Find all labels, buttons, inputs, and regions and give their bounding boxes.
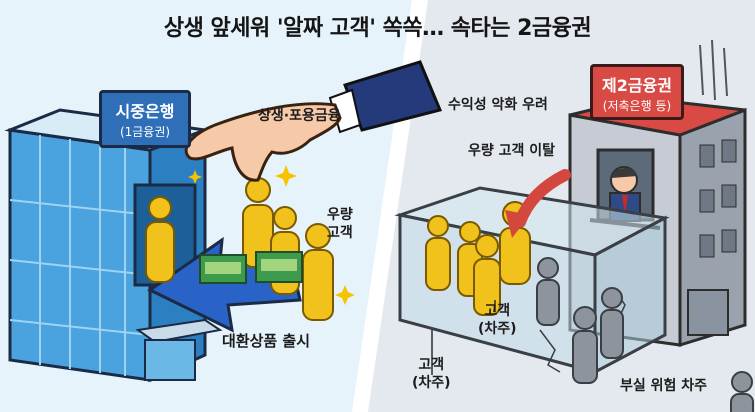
prime-customers-leaving (425, 201, 531, 316)
inclusive-finance-label: 상생·포용금융 (258, 108, 341, 124)
client-borrower-label-left-line2: (차주) (412, 375, 451, 391)
headline: 상생 앞세워 '알짜 고객' 쏙쏙… 속타는 2금융권 (163, 16, 592, 41)
second-tier-bank-sign: 제2금융권 (저축은행 등) (590, 64, 684, 120)
reaching-hand (184, 60, 443, 182)
commercial-bank-sign-main: 시중은행 (115, 102, 175, 121)
worried-banker (609, 166, 641, 222)
sparkles (188, 165, 355, 305)
commercial-bank-sign-sub: (1금융권) (119, 125, 171, 139)
profitability-concern-label: 수익성 악화 우려 (448, 97, 548, 113)
client-borrower-label-mid-line2: (차주) (478, 321, 517, 337)
client-borrower-label-mid: 고객 (차주) (478, 302, 517, 338)
gold-customers (145, 177, 334, 321)
red-arrow-head (505, 210, 530, 238)
prime-customer-outflow-label: 우량 고객 이탈 (468, 143, 556, 159)
commercial-bank-sign: 시중은행 (1금융권) (99, 90, 191, 148)
cash-stacks (199, 251, 303, 284)
prime-customer-label-line2: 고객 (327, 225, 353, 241)
refinance-product-label: 대환상품 출시 (222, 332, 311, 350)
second-tier-bank-sign-sub: (저축은행 등) (602, 99, 672, 113)
client-borrower-label-mid-line1: 고객 (484, 303, 511, 319)
risky-borrower-label: 부실 위험 차주 (620, 378, 708, 394)
client-borrower-label-left-line1: 고객 (418, 357, 445, 373)
prime-customer-label-line1: 우량 (327, 207, 353, 223)
client-borrower-label-left: 고객 (차주) (412, 356, 451, 392)
risky-borrowers (536, 257, 754, 412)
second-tier-bank-sign-main: 제2금융권 (601, 76, 672, 95)
prime-customer-label: 우량 고객 (327, 206, 353, 242)
